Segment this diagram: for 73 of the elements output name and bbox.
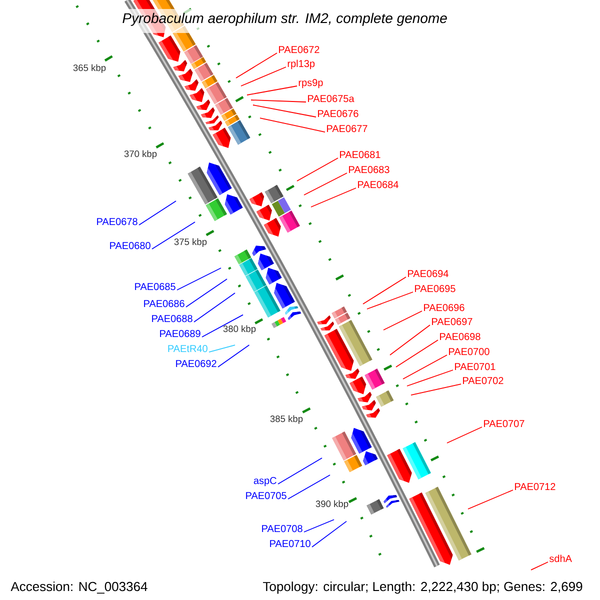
gene-label: PAE0710 [270, 540, 310, 548]
leader-line [186, 278, 228, 308]
leader-line [366, 292, 414, 310]
gene-label: PAE0684 [358, 181, 398, 188]
gene-label: PAE0712 [515, 483, 556, 490]
gene-label: PAE0700 [449, 348, 490, 356]
tick-label: 390 kbp [316, 500, 348, 509]
leader-line [304, 172, 348, 196]
leader-line [468, 490, 514, 510]
leader-line [250, 100, 306, 102]
gene-label: PAE0681 [340, 151, 380, 158]
gene-label: PAE0701 [455, 363, 496, 370]
leader-line [152, 222, 196, 250]
gene-label: PAE0708 [262, 525, 302, 532]
gene-label: PAE0707 [484, 420, 524, 428]
leader-line [446, 426, 482, 444]
tick-label: 370 kbp [124, 150, 157, 159]
leader-line [176, 268, 222, 290]
leader-line [260, 118, 326, 132]
gene-label: rps9p [298, 79, 323, 88]
leader-line [208, 344, 236, 352]
gene-label: PAE0702 [463, 377, 504, 384]
gene-label: PAE0696 [424, 304, 464, 312]
title: Pyrobaculum aerophilum str. IM2, complete genome [122, 12, 447, 26]
gene-label: PAE0678 [97, 218, 138, 226]
gene-label: aspC [254, 477, 276, 486]
leader-line [296, 158, 338, 182]
leader-line [252, 104, 316, 118]
leader-line [194, 292, 236, 322]
leader-line [304, 519, 334, 532]
leader-line [138, 200, 176, 226]
leader-line [310, 188, 356, 208]
leader-line [410, 384, 462, 396]
leader-line [218, 344, 250, 368]
tick-label: 385 kbp [270, 415, 303, 424]
gene-label: PAE0688 [152, 315, 192, 322]
gene-label: PAE0705 [246, 492, 286, 500]
leader-line [278, 458, 322, 484]
gene-label: rpl13p [288, 60, 315, 70]
gene-label: PAE0692 [176, 360, 216, 368]
gene-label: PAE0675a [308, 95, 354, 102]
leader-line [236, 52, 278, 78]
leader-line [402, 354, 448, 380]
leader-line [246, 86, 298, 96]
leader-line [362, 276, 406, 304]
gene-label: PAE0686 [144, 300, 184, 308]
gene-label: PAE0680 [110, 242, 150, 250]
tick-label: 365 kbp [73, 64, 106, 73]
leader-line [390, 324, 430, 356]
leader-line [312, 520, 347, 548]
gene-label: PAE0697 [432, 318, 472, 326]
gene-label: PAE0695 [415, 285, 456, 292]
leader-line [530, 562, 548, 570]
leader-line [406, 370, 454, 386]
gene-label: PAE0694 [408, 270, 448, 278]
gene-label: PAE0698 [440, 333, 480, 340]
tick-label: 380 kbp [223, 325, 256, 334]
footer-text: Topology: circular; Length: 2,222,430 bp; Genes: 2,699 [263, 582, 582, 594]
gene-label: PAE0683 [349, 166, 390, 174]
leader-line [288, 474, 330, 500]
leader-line [396, 340, 438, 368]
footer-text: Accession: NC_003364 [10, 582, 148, 594]
gene-label: PAE0677 [327, 125, 368, 132]
gene-label: PAE0676 [318, 110, 358, 118]
gene-label: PAE0672 [279, 46, 320, 54]
leader-line [383, 310, 422, 330]
leader-line [202, 314, 244, 338]
leader-line [240, 66, 286, 86]
gene-label: sdhA [550, 554, 572, 562]
tick-label: 375 kbp [174, 238, 207, 247]
gene-label: PAE0685 [135, 283, 176, 290]
gene-label: PAE0689 [160, 330, 200, 338]
gene-label: PAEtR40 [168, 345, 208, 352]
